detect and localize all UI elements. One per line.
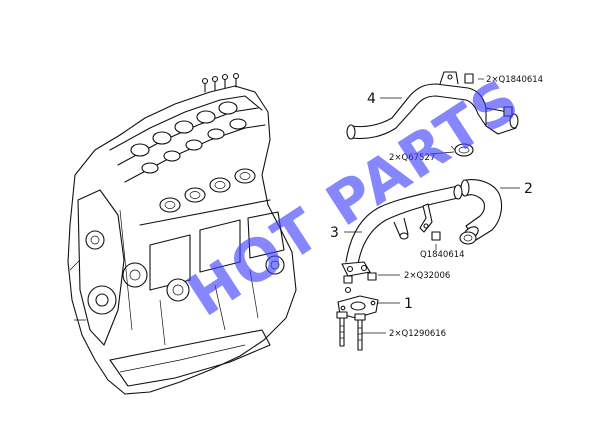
callout-1: 1 [404, 296, 413, 312]
part-3-water-pipe [341, 184, 463, 277]
part-4-upper-pipe [346, 71, 519, 140]
code-upper-clamp: 2×Q67527 [389, 153, 435, 163]
part-1-gasket [337, 286, 379, 319]
hose-clamp-upper [450, 143, 474, 157]
code-mid-bolt: Q1840614 [420, 250, 465, 260]
leader-lines [344, 78, 520, 334]
exhaust-ports [159, 168, 256, 213]
callout-2: 2 [524, 181, 533, 197]
code-studs: 2×Q1290616 [389, 329, 446, 339]
studs [336, 311, 366, 351]
callout-4: 4 [367, 91, 376, 107]
code-flange-nuts: 2×Q32006 [404, 271, 450, 281]
engine-block [67, 72, 297, 395]
hose-clamp-lower [459, 231, 477, 245]
callout-3: 3 [330, 225, 339, 241]
code-part-4-bolts: 2×Q1840614 [486, 75, 543, 85]
cam-caps [130, 101, 247, 174]
flange-nuts [343, 272, 377, 284]
